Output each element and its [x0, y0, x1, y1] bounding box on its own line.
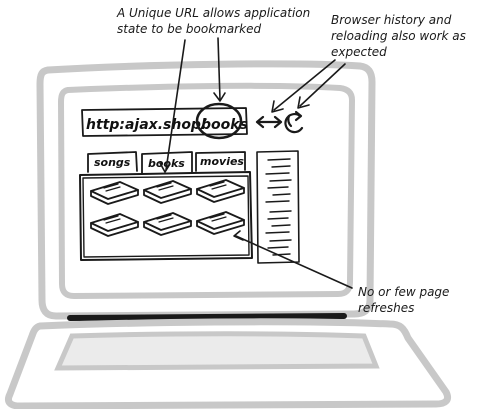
address-bar[interactable]: http:ajax.shop/ books	[81, 102, 248, 140]
book-item[interactable]	[143, 180, 192, 204]
url-highlight-circle	[195, 102, 243, 140]
laptop-hinge	[67, 313, 347, 321]
url-prefix-text: http:ajax.shop/	[86, 117, 208, 133]
book-item[interactable]	[143, 212, 192, 236]
book-grid	[90, 179, 245, 237]
tab-songs-label: songs	[94, 156, 131, 169]
reload-icon[interactable]	[284, 110, 304, 134]
refresh-note-line2: refreshes	[358, 301, 414, 315]
laptop	[5, 60, 451, 409]
history-note-line1: Browser history and	[331, 13, 452, 27]
refresh-annotation: No or few page refreshes	[233, 230, 449, 315]
url-annotation: A Unique URL allows application state to…	[116, 6, 310, 173]
laptop-base	[5, 318, 451, 409]
arrow-to-nav-icon	[271, 59, 336, 113]
tab-songs[interactable]: songs	[87, 151, 138, 173]
url-note-line2: state to be bookmarked	[117, 22, 261, 36]
arrow-to-content-panel	[233, 230, 353, 289]
tab-movies-label: movies	[200, 155, 244, 168]
sidebar-lines	[265, 158, 292, 256]
book-item[interactable]	[90, 213, 139, 237]
book-item[interactable]	[196, 211, 245, 235]
url-note-line1: A Unique URL allows application	[116, 6, 310, 20]
content-panel-outline	[79, 171, 253, 261]
laptop-screen-inner-frame	[57, 82, 356, 300]
sidebar-outline	[256, 150, 300, 264]
book-item[interactable]	[90, 181, 139, 205]
refresh-note-line1: No or few page	[358, 285, 449, 299]
laptop-trackpad	[54, 331, 380, 371]
book-item[interactable]	[196, 179, 245, 203]
arrow-to-reload-icon	[297, 63, 346, 109]
address-bar-outline	[81, 107, 248, 137]
arrow-to-url	[213, 37, 226, 102]
arrow-to-books-tab	[159, 39, 186, 173]
tab-movies[interactable]: movies	[195, 151, 246, 172]
history-note-line2: reloading also work as	[331, 29, 466, 43]
laptop-screen-outer-frame	[36, 60, 376, 320]
url-highlight-text: books	[201, 117, 248, 133]
content-panel	[79, 171, 253, 261]
history-annotation: Browser history and reloading also work …	[271, 13, 466, 113]
history-note-line3: expected	[331, 45, 387, 59]
sidebar-list	[256, 150, 300, 264]
back-forward-arrows-icon[interactable]	[255, 115, 283, 129]
